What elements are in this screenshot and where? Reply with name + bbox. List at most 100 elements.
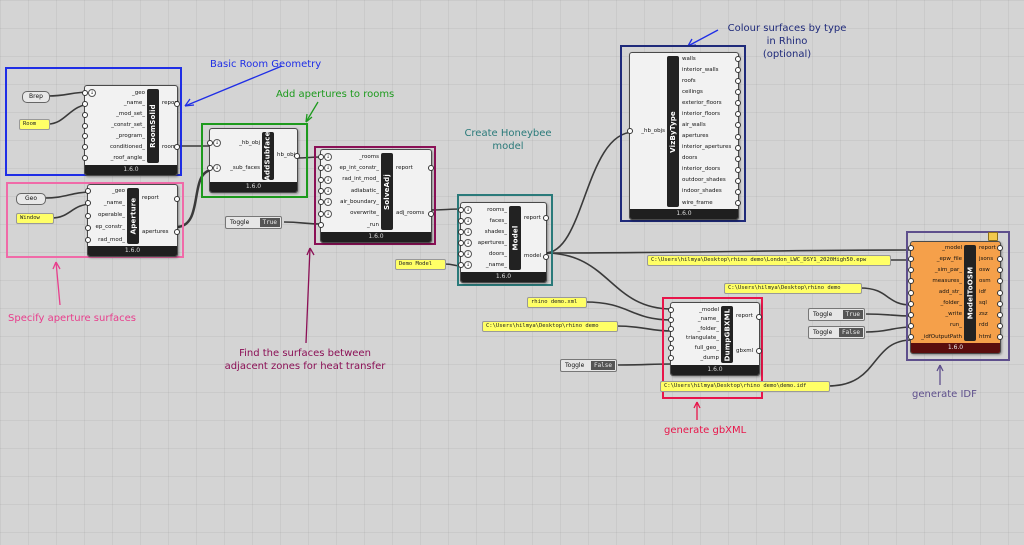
output-grip[interactable]	[997, 267, 1003, 274]
panel-window-name[interactable]: Window	[16, 213, 54, 224]
input-grip[interactable]	[85, 188, 91, 194]
input-name[interactable]: _name_	[697, 316, 719, 323]
panel-room-name[interactable]: Room	[19, 119, 50, 130]
roomsolid-component[interactable]: RoomSolid_geo↓_name__mod_set__constr_set…	[82, 85, 180, 176]
flatten-icon[interactable]: ↓	[324, 175, 332, 184]
solveadj-component[interactable]: SolveAdj_rooms↓ep_int_constr_↓rad_int_mo…	[318, 149, 434, 243]
toggle-osm-write[interactable]: Toggle True	[808, 308, 865, 321]
output-interiorwalls[interactable]: interior_walls	[682, 66, 719, 73]
toggle-value[interactable]: False	[838, 328, 863, 337]
output-grip[interactable]	[174, 144, 180, 151]
input-operable[interactable]: operable_	[97, 212, 125, 218]
component-title-bar[interactable]: AddSubface	[262, 131, 274, 181]
toggle-value[interactable]: False	[590, 361, 615, 370]
flatten-icon[interactable]: ↓	[464, 250, 472, 258]
flatten-icon[interactable]: ↓	[213, 139, 221, 147]
output-grip[interactable]	[735, 67, 741, 74]
input-apertures[interactable]: apertures_	[477, 239, 507, 246]
output-report[interactable]: report	[162, 100, 179, 107]
output-osw[interactable]: osw	[979, 266, 990, 273]
input-shades[interactable]: shades_	[484, 228, 507, 235]
input-grip[interactable]	[82, 133, 88, 140]
input-triangulate[interactable]: triangulate_	[686, 335, 719, 342]
output-apertures[interactable]: apertures	[682, 133, 709, 140]
input-epintconstr[interactable]: ep_int_constr_	[339, 164, 379, 171]
input-grip[interactable]	[318, 222, 324, 228]
output-gbxml[interactable]: gbxml	[736, 347, 754, 354]
flatten-icon[interactable]: ↓	[464, 239, 472, 247]
output-grip[interactable]	[735, 144, 741, 151]
input-grip[interactable]	[458, 218, 464, 224]
flatten-icon[interactable]: ↓	[324, 153, 332, 161]
output-ceilings[interactable]: ceilings	[682, 88, 703, 95]
group-model-to-osm[interactable]	[906, 231, 1010, 361]
output-roofs[interactable]: roofs	[682, 77, 696, 84]
output-grip[interactable]	[735, 166, 741, 173]
input-folder[interactable]: _folder_	[697, 325, 719, 332]
input-geo[interactable]: _geo	[112, 187, 125, 194]
panel-gbxml-folder[interactable]: C:\Users\hilmya\Desktop\rhino demo	[482, 321, 618, 332]
input-roofangle[interactable]: _roof_angle_	[110, 154, 145, 161]
input-grip[interactable]	[82, 155, 88, 161]
flatten-icon[interactable]: ↓	[324, 209, 332, 218]
input-grip[interactable]	[318, 176, 324, 183]
input-adiabatic[interactable]: adiabatic_	[350, 187, 379, 194]
output-grip[interactable]	[997, 256, 1003, 263]
output-grip[interactable]	[174, 100, 180, 107]
output-grip[interactable]	[735, 133, 741, 140]
output-jsons[interactable]: jsons	[979, 255, 994, 262]
panel-gbxml-name[interactable]: rhino demo.xml	[527, 297, 587, 308]
input-grip[interactable]	[668, 326, 674, 333]
output-rdd[interactable]: rdd	[979, 322, 989, 329]
input-rooms[interactable]: _rooms	[359, 153, 379, 160]
input-subfaces[interactable]: _sub_faces	[230, 164, 260, 171]
input-conditioned[interactable]: conditioned_	[109, 143, 145, 150]
input-grip[interactable]	[908, 300, 914, 307]
input-geo[interactable]: _geo	[132, 89, 145, 96]
input-folder[interactable]: _folder_	[940, 300, 962, 307]
output-grip[interactable]	[997, 289, 1003, 296]
component-title-bar[interactable]: RoomSolid	[147, 89, 159, 163]
output-grip[interactable]	[735, 111, 741, 118]
input-modset[interactable]: _mod_set_	[116, 111, 145, 118]
output-wireframe[interactable]: wire_frame	[682, 199, 713, 206]
output-adjrooms[interactable]: adj_rooms	[396, 210, 425, 217]
input-faces[interactable]: faces_	[489, 217, 507, 224]
output-grip[interactable]	[294, 152, 300, 159]
component-title-bar[interactable]: Aperture	[127, 188, 139, 244]
output-grip[interactable]	[428, 210, 434, 217]
output-report[interactable]: report	[979, 244, 996, 251]
input-grip[interactable]	[85, 224, 91, 231]
output-apertures[interactable]: apertures	[142, 228, 169, 235]
input-grip[interactable]	[908, 256, 914, 263]
panel-demo-model[interactable]: Demo Model	[395, 259, 446, 270]
panel-osm-folder[interactable]: C:\Users\hilmya\Desktop\rhino demo	[724, 283, 862, 294]
input-grip[interactable]	[627, 128, 633, 134]
input-radintmod[interactable]: rad_int_mod_	[342, 176, 379, 183]
input-addstr[interactable]: add_str_	[938, 289, 962, 295]
output-model[interactable]: model	[524, 253, 542, 260]
input-grip[interactable]	[908, 289, 914, 296]
output-grip[interactable]	[735, 122, 741, 129]
output-grip[interactable]	[997, 334, 1003, 340]
input-name[interactable]: _name_	[485, 261, 507, 268]
input-simpar[interactable]: _sim_par_	[934, 266, 962, 273]
output-grip[interactable]	[735, 200, 741, 206]
input-grip[interactable]	[908, 278, 914, 285]
output-rooms[interactable]: rooms	[162, 143, 180, 150]
output-grip[interactable]	[735, 100, 741, 107]
input-grip[interactable]	[85, 200, 91, 207]
toggle-solveadj-run[interactable]: Toggle True	[225, 216, 282, 229]
input-grip[interactable]	[82, 144, 88, 151]
output-grip[interactable]	[756, 348, 762, 355]
flatten-icon[interactable]: ↓	[324, 164, 332, 173]
input-write[interactable]: _write	[945, 311, 962, 318]
input-grip[interactable]	[458, 262, 464, 268]
output-grip[interactable]	[543, 253, 549, 260]
flatten-icon[interactable]: ↓	[324, 198, 332, 207]
output-interiorfloors[interactable]: interior_floors	[682, 110, 721, 117]
output-report[interactable]: report	[524, 214, 541, 221]
input-grip[interactable]	[207, 140, 213, 146]
input-overwrite[interactable]: overwrite_	[350, 210, 379, 217]
